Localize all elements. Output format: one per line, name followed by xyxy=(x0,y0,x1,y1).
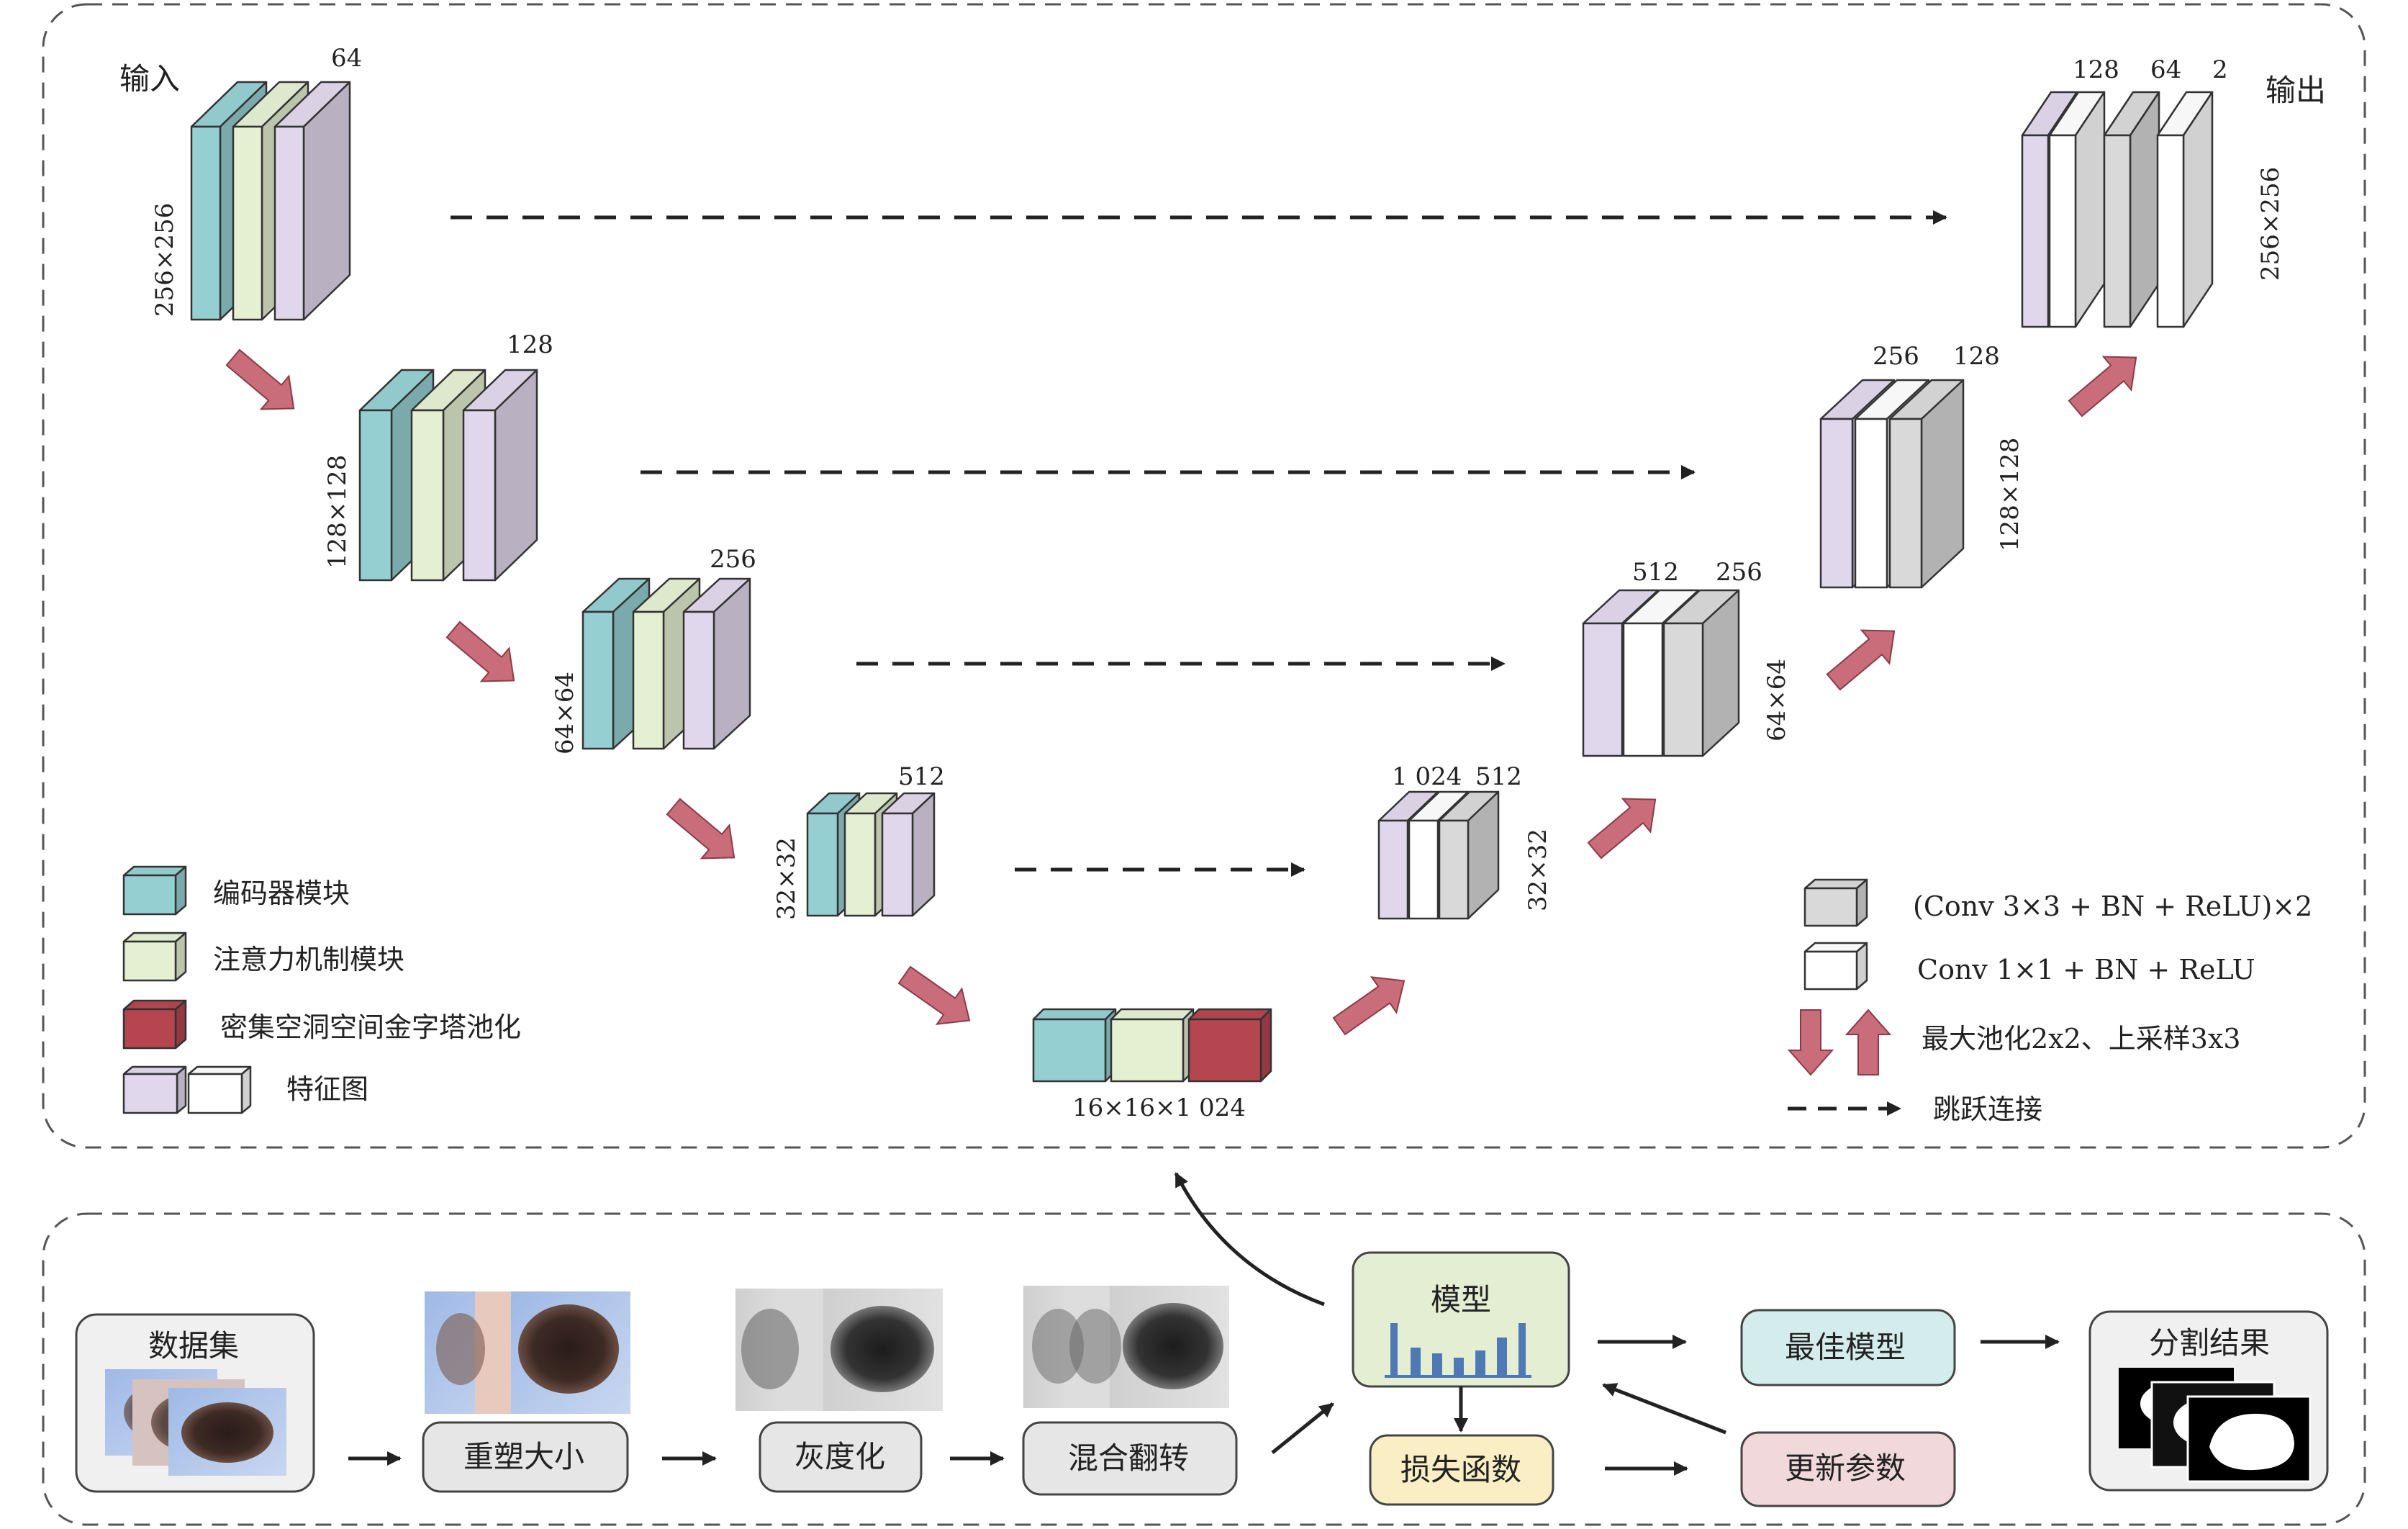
bottleneck-dim: 16×16×1 024 xyxy=(1072,1093,1246,1122)
enc4-layer-3 xyxy=(881,792,936,917)
legend-conv3-swatch xyxy=(1803,878,1868,927)
dec4-channels-a: 1 024 xyxy=(1392,762,1462,791)
up-arrow-2 xyxy=(1587,798,1657,860)
result-masks xyxy=(2119,1368,2312,1483)
up-arrow-4 xyxy=(2068,356,2137,418)
legend-skip-label: 跳跃连接 xyxy=(1933,1093,2042,1125)
enc1-dim: 256×256 xyxy=(150,203,179,317)
arrow-update-model xyxy=(1602,1383,1726,1435)
mix-thumbnails xyxy=(1023,1286,1229,1408)
pool-arrow-3 xyxy=(666,798,735,860)
best-model-box xyxy=(1740,1309,1956,1386)
dec2-dim: 128×128 xyxy=(1996,438,2024,551)
dec2-layer-3 xyxy=(1888,379,1965,589)
dec3-layer-3 xyxy=(1662,589,1740,757)
pool-arrow-4 xyxy=(897,965,971,1025)
dec1-dim: 256×256 xyxy=(2256,167,2285,281)
legend-feature-swatch-lilac xyxy=(122,1065,187,1114)
enc1-layer-3 xyxy=(273,81,351,321)
dec4-layer-3 xyxy=(1438,790,1500,920)
dec4-dim: 32×32 xyxy=(1524,829,1552,911)
update-box xyxy=(1740,1431,1956,1507)
best-model-label: 最佳模型 xyxy=(1785,1330,1906,1365)
bottleneck-layer-2 xyxy=(1110,1008,1195,1083)
pool-arrow-1 xyxy=(225,348,295,410)
legend-attention-swatch xyxy=(122,932,187,982)
input-label: 输入 xyxy=(119,61,180,96)
dec1-layer-2 xyxy=(2048,91,2106,328)
enc4-channels: 512 xyxy=(898,762,945,791)
legend-conv3-label: (Conv 3×3 + BN + ReLU)×2 xyxy=(1913,890,2312,922)
enc2-channels: 128 xyxy=(507,330,553,359)
legend-right: (Conv 3×3 + BN + ReLU)×2 Conv 1×1 + BN +… xyxy=(1787,878,2312,1125)
pool-arrow-2 xyxy=(445,621,515,682)
dec1-channels-c: 2 xyxy=(2212,55,2228,84)
mix-box xyxy=(1022,1421,1238,1496)
dec1b-layer-2 xyxy=(2156,91,2214,328)
loss-label: 损失函数 xyxy=(1400,1452,1521,1487)
resize-thumbnails xyxy=(425,1291,630,1414)
legend-aspp-label: 密集空洞空间金字塔池化 xyxy=(220,1011,521,1043)
model-to-network-arrow xyxy=(1174,1172,1325,1307)
resize-box xyxy=(422,1421,629,1493)
dec3-channels-a: 512 xyxy=(1632,558,1679,587)
dataset-thumbnails xyxy=(105,1369,286,1476)
dec3-dim: 64×64 xyxy=(1762,659,1791,741)
gray-box xyxy=(759,1421,923,1493)
legend-conv1-swatch xyxy=(1803,942,1868,991)
model-label: 模型 xyxy=(1431,1282,1491,1317)
bottleneck-layer-3 xyxy=(1187,1008,1272,1083)
legend-up-arrow xyxy=(1845,1009,1892,1075)
mix-label: 混合翻转 xyxy=(1068,1440,1189,1476)
loss-box xyxy=(1369,1434,1554,1506)
legend-conv1-label: Conv 1×1 + BN + ReLU xyxy=(1917,954,2255,985)
enc3-channels: 256 xyxy=(710,545,756,574)
gray-label: 灰度化 xyxy=(795,1439,885,1474)
enc3-layer-3 xyxy=(682,577,751,750)
legend-left: 编码器模块 注意力机制模块 密集空洞空间金字塔池化 特征图 xyxy=(122,865,521,1114)
legend-feature-label: 特征图 xyxy=(286,1073,368,1105)
feature-blocks xyxy=(190,81,2214,1083)
enc3-dim: 64×64 xyxy=(551,672,579,754)
arrow-mix-model xyxy=(1271,1402,1334,1454)
dec3-channels-b: 256 xyxy=(1716,558,1762,587)
bottleneck-layer-1 xyxy=(1032,1008,1117,1083)
legend-feature-swatch-white xyxy=(187,1065,252,1114)
legend-encoder-label: 编码器模块 xyxy=(213,878,350,909)
resize-label: 重塑大小 xyxy=(463,1439,584,1474)
legend-encoder-swatch xyxy=(122,865,187,916)
update-label: 更新参数 xyxy=(1785,1451,1906,1486)
legend-aspp-swatch xyxy=(122,999,187,1050)
dec1b-layer-1 xyxy=(2103,91,2160,328)
skip-connections xyxy=(451,210,1947,877)
dec1-channels-b: 64 xyxy=(2150,55,2181,84)
legend-attention-label: 注意力机制模块 xyxy=(213,944,404,975)
pipeline: 数据集 重塑大小 灰度化 xyxy=(75,1251,2329,1507)
pool-upsample-arrows xyxy=(225,348,2137,1036)
dec1-channels-a: 128 xyxy=(2073,55,2119,84)
pipeline-frame xyxy=(42,1212,2366,1526)
enc4-dim: 32×32 xyxy=(772,837,801,920)
output-label: 输出 xyxy=(2266,73,2326,108)
enc2-layer-3 xyxy=(462,369,538,582)
dataset-label: 数据集 xyxy=(148,1328,239,1363)
dec4-channels-b: 512 xyxy=(1475,762,1522,791)
legend-pool-down-arrow xyxy=(1787,1009,1834,1076)
dec2-channels-a: 256 xyxy=(1873,342,1919,371)
dec2-channels-b: 128 xyxy=(1953,342,2000,371)
model-bars-icon xyxy=(1385,1323,1531,1378)
network-frame xyxy=(42,3,2366,1149)
up-arrow-1 xyxy=(1332,976,1406,1036)
enc1-channels: 64 xyxy=(331,44,362,73)
enc2-dim: 128×128 xyxy=(323,455,352,569)
up-arrow-3 xyxy=(1826,629,1896,691)
legend-pool-label: 最大池化2x2、上采样3x3 xyxy=(1922,1023,2241,1055)
result-label: 分割结果 xyxy=(2149,1325,2270,1361)
gray-thumbnails xyxy=(735,1289,943,1411)
